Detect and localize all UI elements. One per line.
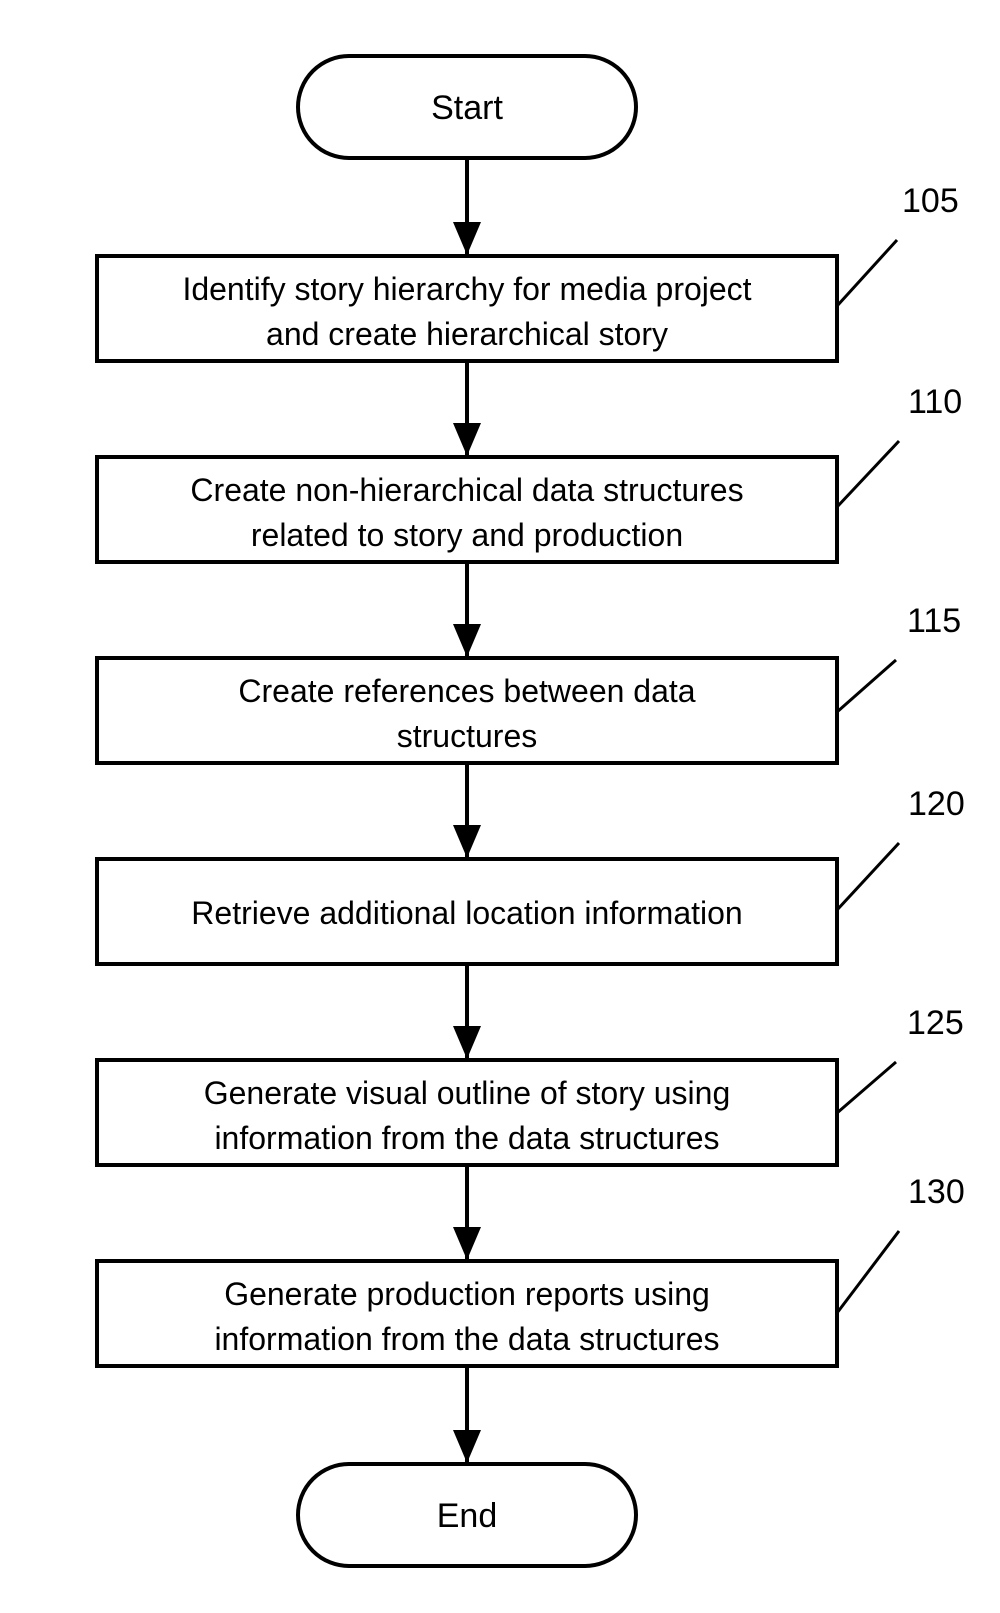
process-step-105: Identify story hierarchy for media proje… — [95, 182, 959, 363]
ref-leader-115 — [836, 658, 897, 714]
process-step-125-line-2: information from the data structures — [214, 1120, 719, 1156]
process-step-125-line-1: Generate visual outline of story using — [204, 1075, 731, 1111]
process-step-120: Retrieve additional location information… — [95, 785, 965, 966]
process-step-115-line-2: structures — [397, 718, 537, 754]
ref-label-130: 130 — [908, 1173, 965, 1211]
arrowhead-125-to-130 — [453, 1227, 481, 1260]
ref-leader-110 — [835, 439, 901, 509]
ref-label-105: 105 — [902, 182, 959, 220]
process-step-115-line-1: Create references between data — [238, 673, 695, 709]
process-step-130-line-2: information from the data structures — [214, 1321, 719, 1357]
arrowhead-120-to-125 — [453, 1026, 481, 1059]
process-step-105-line-2: and create hierarchical story — [266, 316, 668, 352]
process-step-110: Create non-hierarchical data structures … — [95, 383, 962, 564]
process-step-130-line-1: Generate production reports using — [224, 1276, 710, 1312]
arrowhead-105-to-110 — [453, 423, 481, 456]
process-step-120-line-1: Retrieve additional location information — [191, 895, 742, 931]
ref-leader-125 — [836, 1060, 897, 1115]
process-box-110 — [95, 455, 839, 564]
process-step-105-line-1: Identify story hierarchy for media proje… — [182, 271, 751, 307]
ref-label-120: 120 — [908, 785, 965, 823]
process-step-115: Create references between data structure… — [95, 602, 961, 765]
process-step-125: Generate visual outline of story using i… — [95, 1004, 964, 1167]
arrowhead-115-to-120 — [453, 825, 481, 858]
ref-leader-130 — [835, 1230, 901, 1314]
arrowhead-start-to-105 — [453, 222, 481, 255]
arrowhead-110-to-115 — [453, 624, 481, 657]
process-box-125 — [95, 1058, 839, 1167]
ref-leader-120 — [835, 841, 901, 912]
end-terminal-shape — [296, 1462, 638, 1568]
ref-leader-105 — [835, 238, 899, 308]
end-terminal-label: End — [437, 1497, 498, 1535]
start-terminal: Start — [296, 54, 638, 160]
end-terminal: End — [296, 1462, 638, 1568]
process-box-120 — [95, 857, 839, 966]
ref-label-115: 115 — [907, 602, 961, 640]
ref-label-125: 125 — [907, 1004, 964, 1042]
ref-label-110: 110 — [908, 383, 962, 421]
process-box-130 — [95, 1259, 839, 1368]
process-step-130: Generate production reports using inform… — [95, 1173, 965, 1368]
arrowhead-130-to-end — [453, 1430, 481, 1463]
process-box-105 — [95, 254, 839, 363]
process-step-110-line-2: related to story and production — [251, 517, 683, 553]
process-step-110-line-1: Create non-hierarchical data structures — [190, 472, 743, 508]
process-box-115 — [95, 656, 839, 765]
start-terminal-label: Start — [431, 89, 503, 127]
